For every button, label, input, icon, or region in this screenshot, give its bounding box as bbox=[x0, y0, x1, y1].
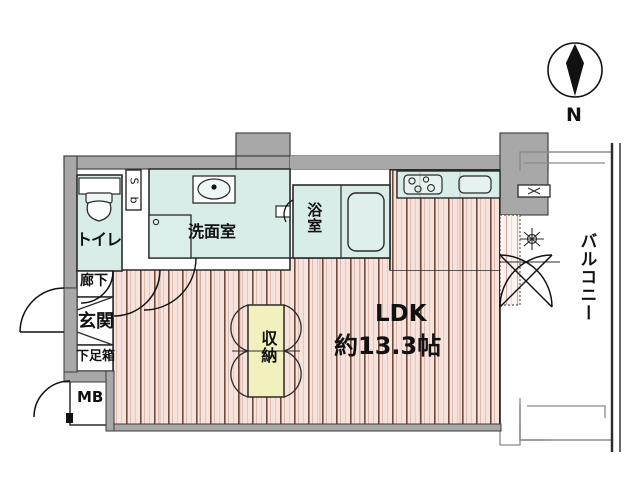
storage-closet bbox=[230, 304, 302, 398]
bathtub-icon bbox=[347, 192, 385, 252]
label-balcony: バルコニー bbox=[576, 232, 597, 322]
label-ldk: LDK bbox=[375, 301, 427, 327]
ldk-hall-door bbox=[113, 269, 161, 317]
label-senmenshitsu: 洗面室 bbox=[188, 222, 237, 241]
label-rouka: 廊下 bbox=[80, 273, 108, 289]
bath-door bbox=[283, 199, 294, 223]
label-mb: MB bbox=[77, 388, 104, 406]
left-wall-upper bbox=[63, 155, 78, 289]
kitchen-stove-icon bbox=[403, 174, 443, 195]
washing-machine-pan-icon: S b bbox=[125, 169, 142, 211]
label-shuunou: 収納 bbox=[258, 330, 278, 364]
left-lower-wall bbox=[105, 370, 115, 432]
svg-text:S: S bbox=[128, 178, 141, 185]
top-wall-2 bbox=[290, 156, 500, 169]
label-toilet: トイレ bbox=[76, 230, 122, 249]
toilet-fixture-icon bbox=[78, 177, 121, 222]
toilet-door bbox=[80, 270, 114, 304]
kitchen-sink-icon bbox=[458, 175, 492, 194]
washroom-cabinet bbox=[148, 214, 192, 259]
balcony-window bbox=[499, 214, 560, 306]
washbasin-icon bbox=[192, 175, 236, 204]
label-yokushitsu: 浴室 bbox=[305, 202, 324, 234]
washroom-door bbox=[143, 257, 197, 311]
compass-rose bbox=[547, 42, 603, 98]
label-genkan: 玄関 bbox=[78, 311, 114, 332]
entrance-door bbox=[19, 287, 65, 333]
kitchen-counter bbox=[396, 170, 501, 199]
svg-text:b: b bbox=[128, 197, 141, 204]
label-ldk-area: 約13.3帖 bbox=[334, 332, 442, 360]
mb-door bbox=[33, 380, 73, 423]
wall-niche bbox=[275, 205, 291, 218]
air-conditioner-icon bbox=[517, 184, 551, 198]
ac-outdoor-unit-icon bbox=[520, 228, 544, 250]
balcony-area bbox=[499, 143, 621, 452]
structural-column-right bbox=[499, 132, 549, 216]
floor-plank-lines bbox=[159, 171, 461, 424]
balcony-door-arcs bbox=[499, 254, 553, 308]
pipe-shaft-upper bbox=[235, 132, 291, 157]
bottom-wall bbox=[112, 423, 502, 432]
label-getabako: 下足箱 bbox=[76, 349, 116, 364]
label-north: N bbox=[566, 104, 582, 126]
